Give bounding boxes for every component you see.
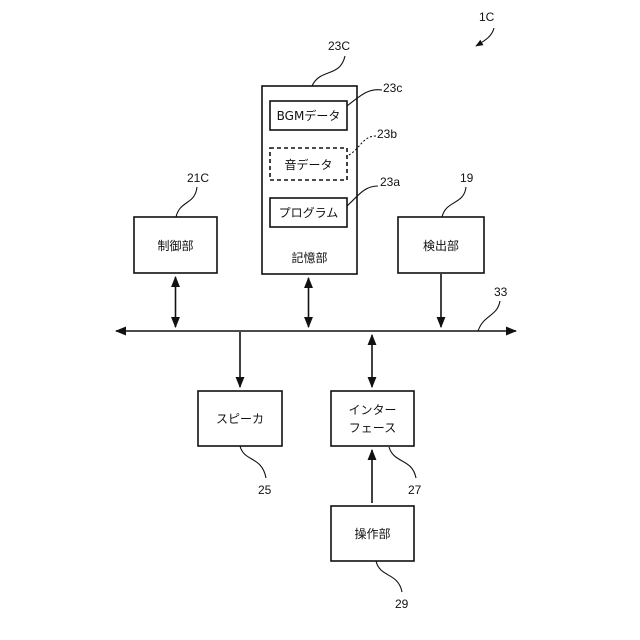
- control-ref-leader: [176, 187, 197, 217]
- bgm-data-label: BGMデータ: [277, 108, 341, 123]
- bgm-data-ref: 23c: [383, 81, 402, 95]
- speaker-label: スピーカ: [216, 412, 264, 426]
- detector-ref: 19: [460, 171, 474, 185]
- bus-ref-leader: [478, 301, 500, 331]
- operation-ref-leader: [376, 561, 402, 592]
- speaker-ref: 25: [258, 483, 272, 497]
- storage-ref: 23C: [328, 39, 350, 53]
- interface-ref: 27: [408, 483, 422, 497]
- storage-ref-leader: [312, 56, 345, 86]
- detector-ref-leader: [442, 187, 466, 217]
- bus-ref: 33: [494, 285, 508, 299]
- interface-label-line2: フェース: [349, 421, 396, 435]
- storage-label: 記憶部: [291, 250, 327, 265]
- figure-ref-label: 1C: [479, 10, 495, 24]
- operation-label: 操作部: [354, 526, 390, 541]
- detector-label: 検出部: [423, 238, 459, 253]
- program-label: プログラム: [279, 206, 339, 220]
- control-label: 制御部: [157, 238, 193, 253]
- interface-ref-leader: [389, 447, 416, 478]
- figure-ref-arrow: [476, 28, 494, 46]
- sound-data-ref: 23b: [377, 127, 397, 141]
- control-ref: 21C: [187, 171, 209, 185]
- program-ref: 23a: [380, 175, 400, 189]
- interface-label-line1: インター: [348, 403, 396, 417]
- speaker-ref-leader: [240, 446, 266, 478]
- operation-ref: 29: [395, 597, 409, 611]
- sound-data-label: 音データ: [284, 157, 332, 172]
- interface-box: [331, 391, 414, 446]
